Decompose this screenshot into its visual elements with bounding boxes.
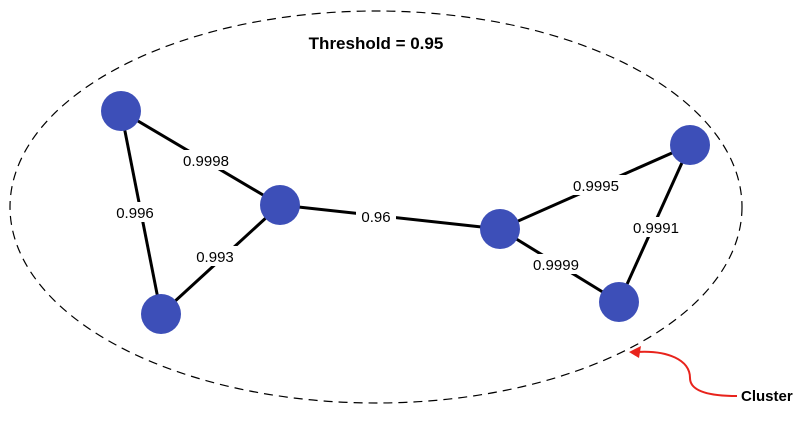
diagram-title: Threshold = 0.95 xyxy=(309,34,444,53)
edge-label-n1-n2: 0.9998 xyxy=(175,150,237,170)
nodes-group xyxy=(101,91,710,334)
graph-node-n4 xyxy=(480,209,520,249)
graph-node-n1 xyxy=(101,91,141,131)
edge-weight-label: 0.9991 xyxy=(633,220,679,237)
cluster-callout-arrow xyxy=(629,346,738,397)
edge-label-n1-n3: 0.996 xyxy=(110,202,160,222)
edge-weight-label: 0.96 xyxy=(361,209,390,226)
graph-node-n6 xyxy=(599,282,639,322)
arrowhead-icon xyxy=(629,346,641,358)
graph-node-n2 xyxy=(260,185,300,225)
edge-weight-label: 0.9999 xyxy=(533,257,579,274)
cluster-boundary xyxy=(9,10,743,404)
edge-label-n2-n3: 0.993 xyxy=(190,246,240,266)
edge-weight-label: 0.9995 xyxy=(573,178,619,195)
graph-node-n3 xyxy=(141,294,181,334)
edge-label-n5-n6: 0.9991 xyxy=(626,217,686,237)
edges-group xyxy=(119,109,692,316)
edge-labels-group: 0.9998 0.996 0.993 0.96 0.9995 0.9999 0.… xyxy=(110,150,686,274)
edge-label-n4-n5: 0.9995 xyxy=(565,175,627,195)
cluster-label: Cluster xyxy=(741,388,793,405)
edge-weight-label: 0.9998 xyxy=(183,153,229,170)
edge-weight-label: 0.996 xyxy=(116,205,154,222)
graph-node-n5 xyxy=(670,125,710,165)
edge-label-n2-n4: 0.96 xyxy=(356,206,396,226)
edge-label-n4-n6: 0.9999 xyxy=(525,254,587,274)
edge-weight-label: 0.993 xyxy=(196,249,234,266)
